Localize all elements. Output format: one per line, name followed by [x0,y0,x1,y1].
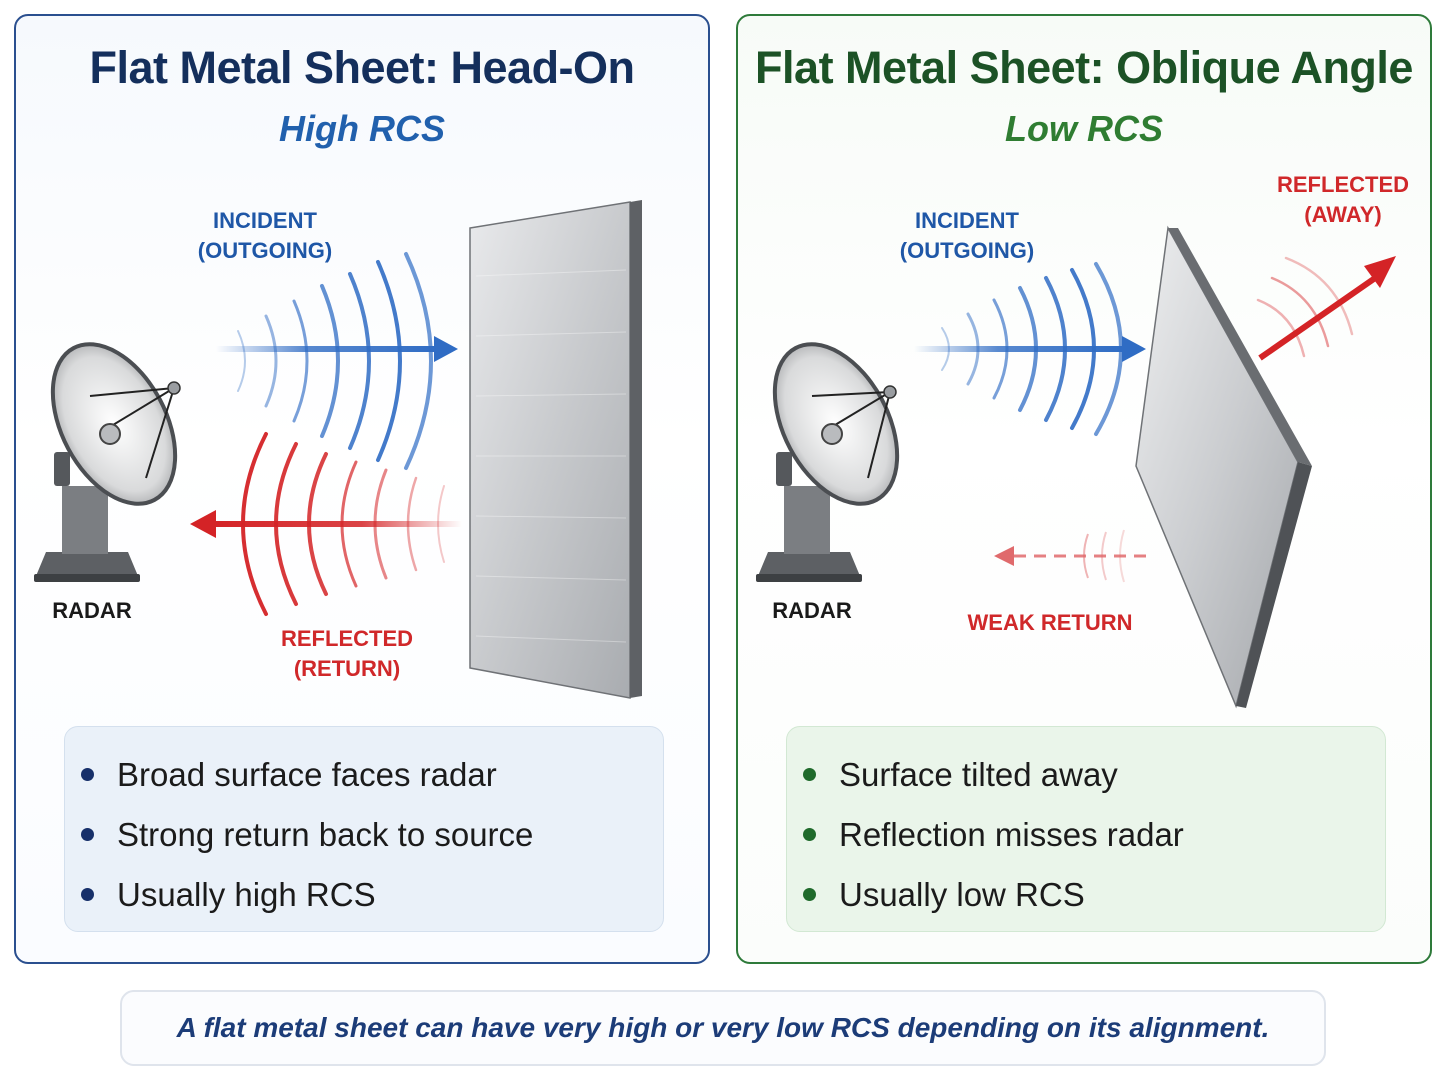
reflected-away-arrow [1258,256,1396,361]
reflected-arrow [190,510,462,538]
panel-title: Flat Metal Sheet: Head-On [89,42,635,93]
bullet-item: Usually low RCS [803,865,1385,925]
bullet-item: Strong return back to source [81,805,663,865]
reflected-label: REFLECTED (RETURN) [281,626,413,681]
head-on-panel: Flat Metal Sheet: Head-On High RCS [14,14,710,964]
head-on-bullet-list: Broad surface faces radar Strong return … [64,726,664,932]
weak-return-label: WEAK RETURN [967,610,1133,635]
radar-dish [34,342,181,582]
panel-subtitle: High RCS [279,108,445,149]
radar-label: RADAR [772,598,852,623]
oblique-panel: Flat Metal Sheet: Oblique Angle Low RCS [736,14,1432,964]
bullet-item: Reflection misses radar [803,805,1385,865]
reflected-away-waves [1256,256,1354,358]
bullet-item: Usually high RCS [81,865,663,925]
metal-sheet-oblique [1135,225,1312,709]
weak-return-arrow [994,529,1148,583]
incident-arrow [914,336,1146,362]
oblique-scene [756,225,1396,709]
incident-label: INCIDENT (OUTGOING) [197,208,333,263]
radar-dish [756,342,900,582]
incident-waves [237,252,433,470]
panel-title: Flat Metal Sheet: Oblique Angle [755,42,1413,93]
footer-caption: A flat metal sheet can have very high or… [120,990,1326,1066]
reflected-away-label: REFLECTED (AWAY) [1277,172,1409,227]
incident-label: INCIDENT (OUTGOING) [899,208,1035,263]
radar-label: RADAR [52,598,132,623]
oblique-bullet-list: Surface tilted away Reflection misses ra… [786,726,1386,932]
bullet-item: Broad surface faces radar [81,745,663,805]
head-on-scene [34,200,642,699]
panel-subtitle: Low RCS [1005,108,1163,149]
metal-sheet-head-on [469,200,642,699]
incident-arrow [216,336,458,362]
bullet-item: Surface tilted away [803,745,1385,805]
